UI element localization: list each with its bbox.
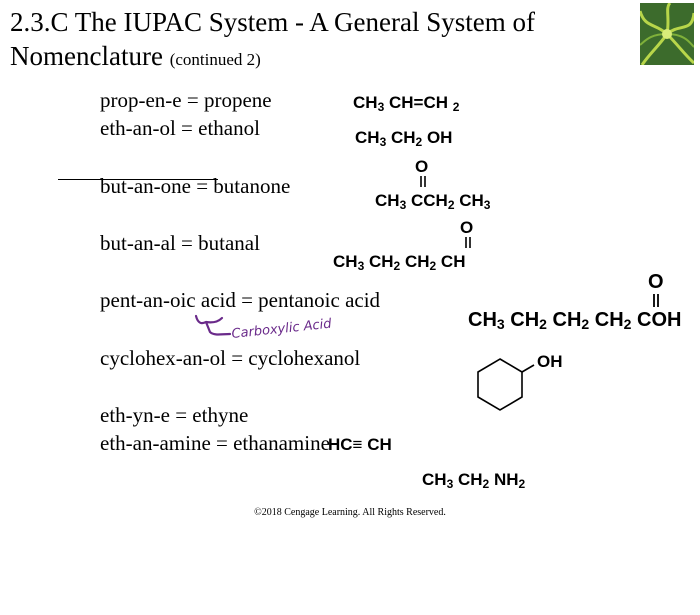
handwritten-annotation: Carboxylic Acid (194, 314, 333, 342)
structure-butanone: CH3 CCH2 CH3 (375, 191, 491, 212)
equation-ethyne: eth-yn-e = ethyne (100, 403, 249, 427)
equation-ethanol: eth-an-ol = ethanol (100, 116, 260, 140)
structure-ethyne: HC≡ CH (328, 435, 392, 454)
equation-ethanamine: eth-an-amine = ethanamine (100, 431, 330, 455)
fern-spiral-image (640, 3, 694, 65)
equation-butanal: but-an-al = butanal (100, 231, 260, 255)
slide-title-sub: (continued 2) (169, 50, 261, 69)
slide-title: 2.3.C The IUPAC System - A General Syste… (10, 5, 620, 77)
butanal-oxygen: O (460, 218, 474, 237)
cyclohexanol-oh: OH (537, 352, 563, 371)
structure-butanal: CH3 CH2 CH2 CH (333, 252, 466, 273)
structure-propene: CH3 CH=CH 2 (353, 93, 460, 114)
butanal-double-bond (465, 237, 471, 248)
butanone-oxygen: O (415, 157, 429, 176)
equation-cyclohexanol: cyclohex-an-ol = cyclohexanol (100, 346, 361, 370)
structure-ethanamine: CH3 CH2 NH2 (422, 470, 526, 491)
strike-line (58, 179, 218, 180)
handwritten-annotation-text: Carboxylic Acid (231, 316, 333, 341)
pentanoic-acid-oxygen: O (648, 271, 664, 293)
equation-propene: prop-en-e = propene (100, 88, 272, 112)
slide-title-main: 2.3.C The IUPAC System - A General Syste… (10, 7, 535, 71)
structure-ethanol: CH3 CH2 OH (355, 128, 453, 149)
pentanoic-acid-double-bond (653, 294, 659, 307)
butanone-double-bond (420, 176, 426, 187)
structure-pentanoic-acid: CH3 CH2 CH2 CH2 COH (468, 309, 682, 332)
equation-pentanoic-acid: pent-an-oic acid = pentanoic acid (100, 288, 381, 312)
cyclohexane-ring (477, 358, 535, 411)
equation-butanone: but-an-one = butanone (100, 174, 291, 198)
copyright-notice: ©2018 Cengage Learning. All Rights Reser… (254, 507, 446, 518)
